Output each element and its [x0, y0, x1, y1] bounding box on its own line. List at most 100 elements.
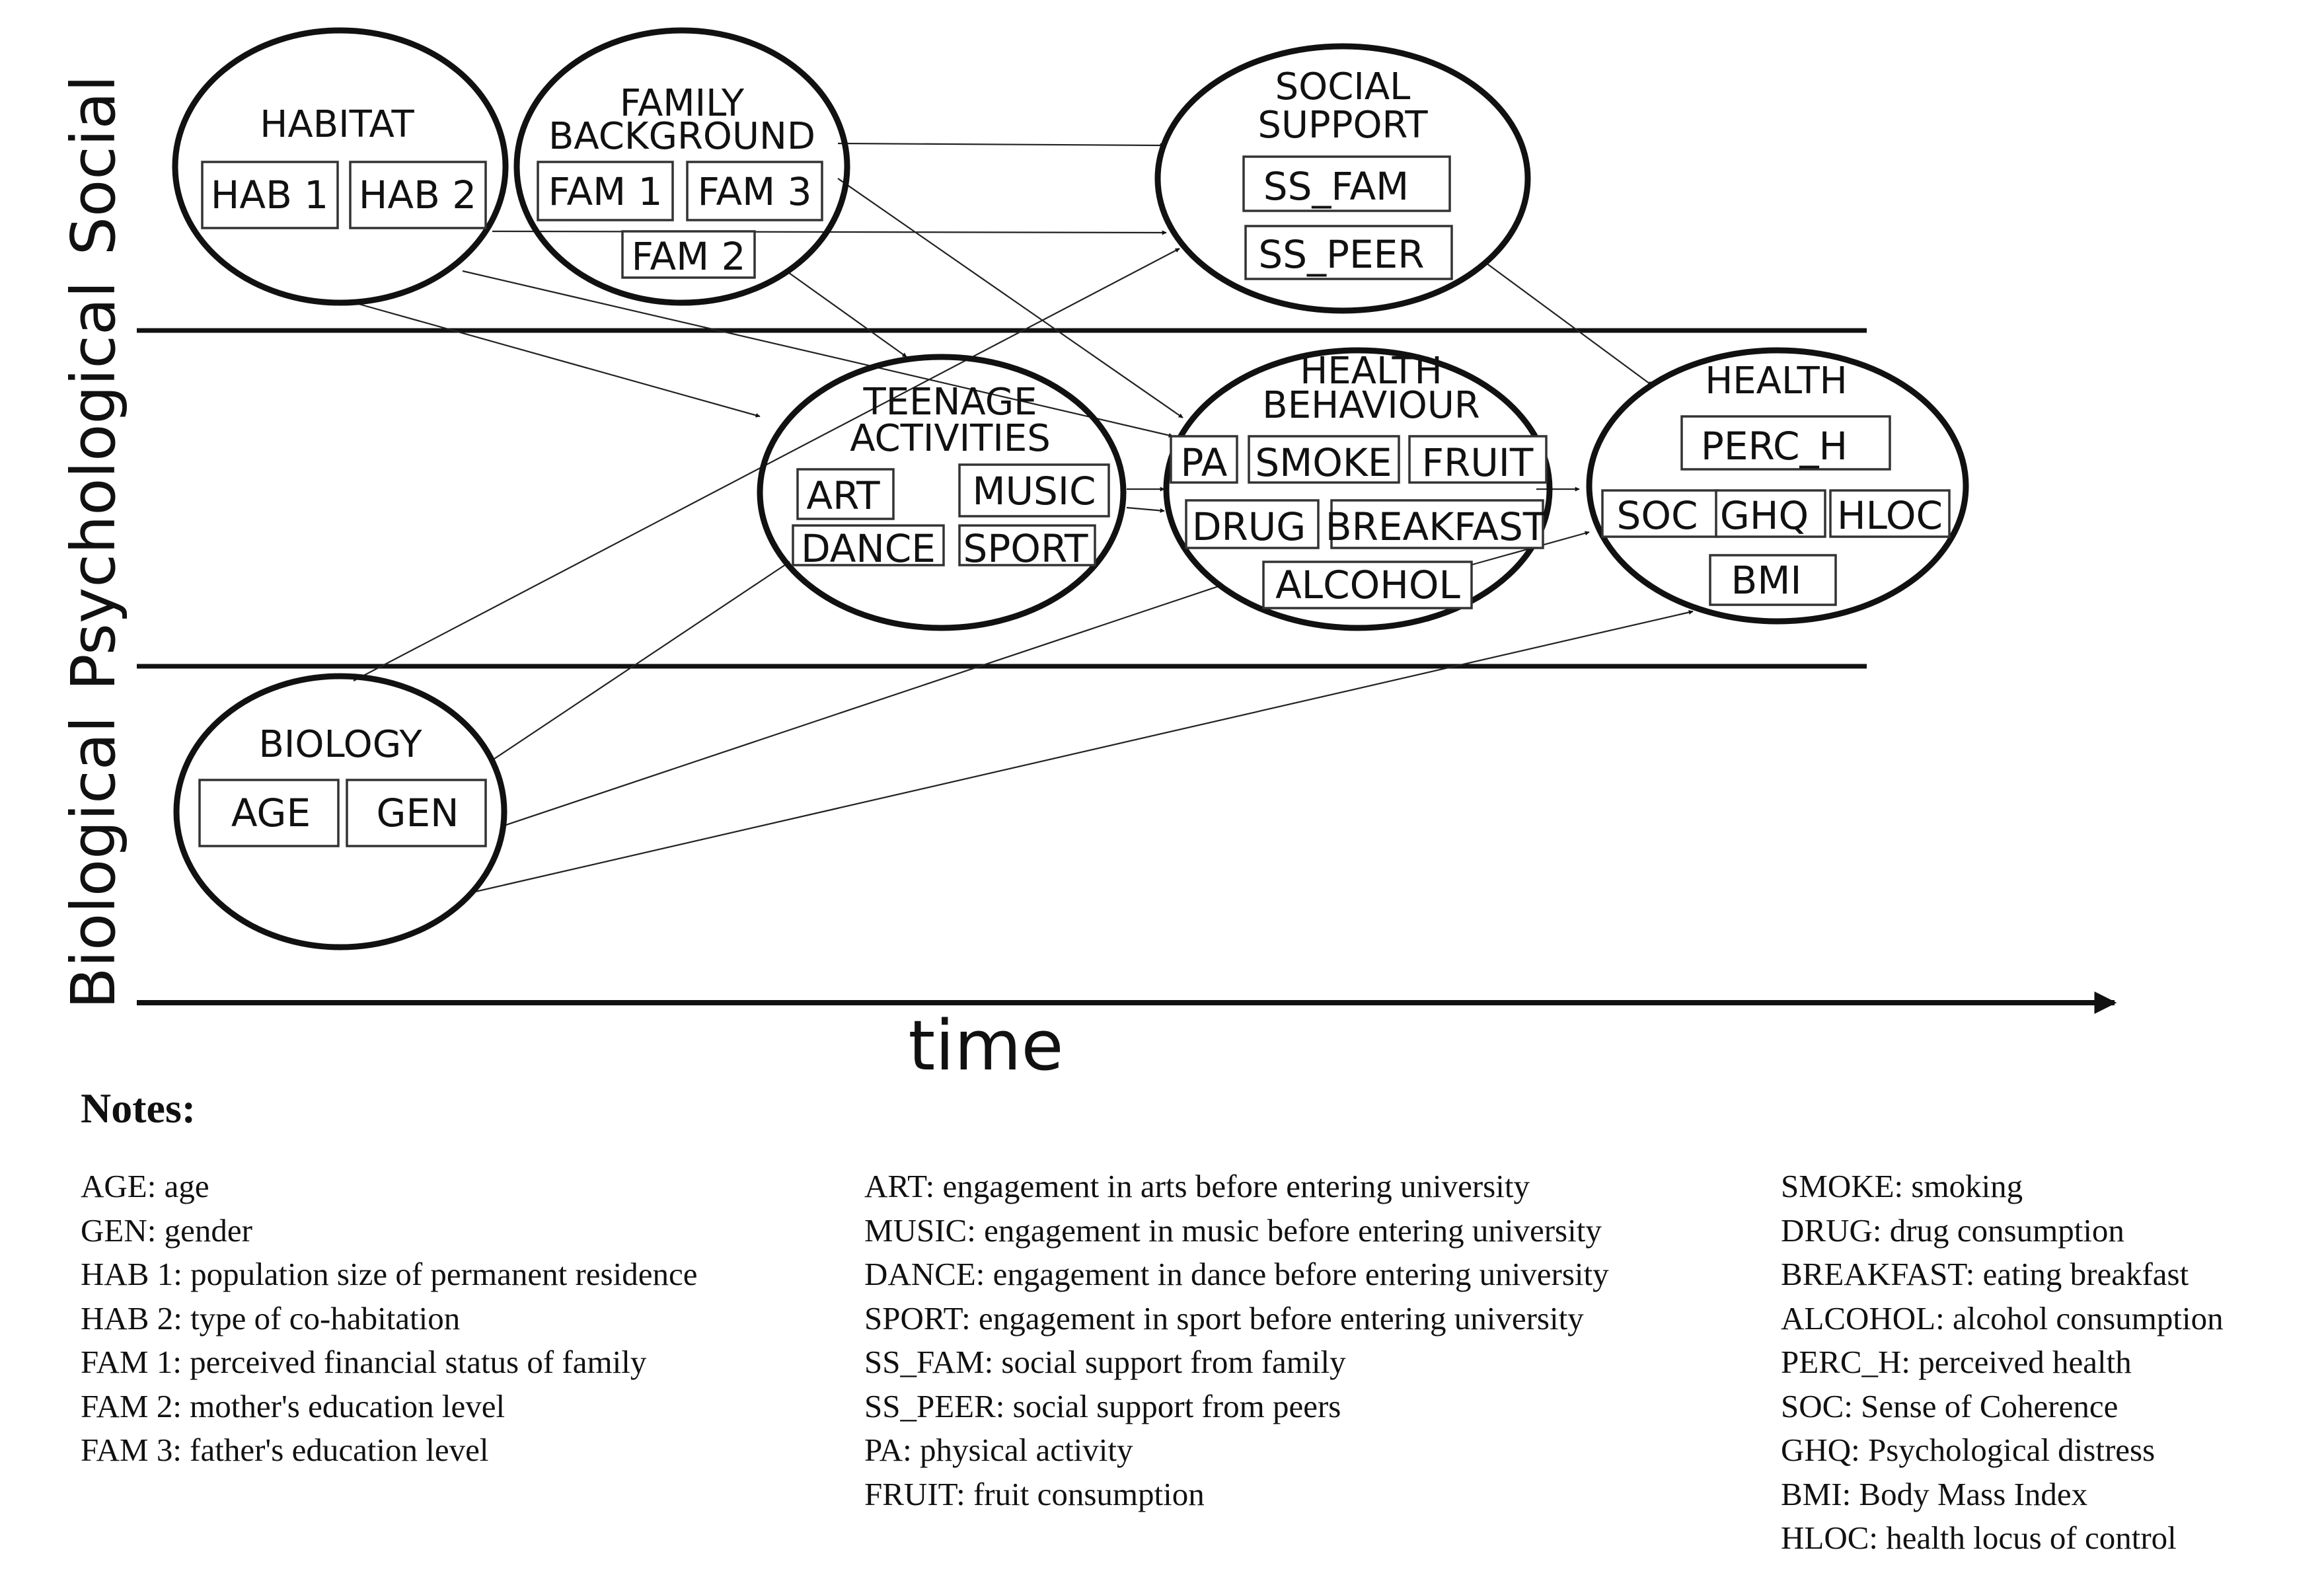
node-social-support: SOCIAL SUPPORT SS_FAM SS_PEER — [1154, 43, 1531, 314]
teenage-title-line1: TEENAGE — [863, 381, 1037, 424]
notes-column-2: ART: engagement in arts before entering … — [864, 1165, 1609, 1516]
hab2-box — [349, 161, 487, 229]
ss-peer-label: SS_PEER — [1258, 232, 1424, 277]
arrow-family-to-social-support — [837, 142, 1165, 148]
notes-column-3: SMOKE: smoking DRUG: drug consumption BR… — [1781, 1165, 2224, 1561]
pa-box — [1170, 435, 1238, 484]
biological-domain-label: Biological — [58, 716, 129, 1009]
ss-fam-box — [1242, 155, 1451, 212]
note-item: PERC_H: perceived health — [1781, 1344, 2132, 1380]
note-item: BREAKFAST: eating breakfast — [1781, 1256, 2189, 1292]
alcohol-box — [1262, 561, 1473, 609]
note-item: ART: engagement in arts before entering … — [864, 1168, 1530, 1204]
breakfast-box — [1330, 499, 1544, 549]
social-support-ellipse — [1154, 43, 1531, 314]
fam1-box — [537, 161, 674, 221]
note-item: SMOKE: smoking — [1781, 1168, 2023, 1204]
family-title-line1: FAMILY — [620, 82, 745, 125]
note-item: SS_FAM: social support from family — [864, 1344, 1346, 1380]
art-label: ART — [806, 473, 880, 518]
fam3-box — [686, 161, 823, 221]
hloc-box — [1829, 489, 1951, 538]
note-item: DANCE: engagement in dance before enteri… — [864, 1256, 1609, 1292]
arrow-habitat-to-health-behaviour — [462, 270, 1174, 438]
arrow-social-support-to-health — [1483, 260, 1653, 386]
dance-box — [792, 524, 945, 566]
ss-fam-label: SS_FAM — [1263, 164, 1409, 209]
biology-title: BIOLOGY — [258, 723, 422, 766]
fam3-label: FAM 3 — [697, 169, 811, 214]
note-item: SOC: Sense of Coherence — [1781, 1387, 2118, 1424]
node-health-behaviour: HEALTH BEHAVIOUR PA SMOKE FRUIT DRUG BRE… — [1163, 347, 1553, 631]
ghq-box — [1715, 489, 1826, 538]
notes-column-1: AGE: age GEN: gender HAB 1: population s… — [81, 1165, 697, 1473]
note-item: GHQ: Psychological distress — [1781, 1432, 2155, 1468]
age-label: AGE — [231, 791, 311, 835]
pa-label: PA — [1181, 440, 1228, 485]
ghq-label: GHQ — [1720, 493, 1809, 538]
node-health: HEALTH PERC_H SOC GHQ HLOC BMI — [1586, 347, 1969, 625]
note-item: PA: physical activity — [864, 1432, 1133, 1468]
fruit-label: FRUIT — [1422, 440, 1534, 485]
note-item: SPORT: engagement in sport before enteri… — [864, 1299, 1584, 1336]
hab2-label: HAB 2 — [359, 173, 476, 217]
gen-box — [346, 779, 487, 847]
node-family-background: FAMILY BACKGROUND FAM 1 FAM 3 FAM 2 — [513, 27, 850, 306]
note-item: HAB 1: population size of permanent resi… — [81, 1256, 698, 1292]
biology-ellipse — [173, 673, 507, 950]
note-item: FRUIT: fruit consumption — [864, 1475, 1205, 1512]
fam2-label: FAM 2 — [631, 234, 745, 279]
note-item: GEN: gender — [81, 1212, 252, 1249]
art-box — [796, 468, 895, 520]
health-ellipse — [1586, 347, 1969, 625]
habitat-title: HABITAT — [260, 103, 414, 146]
dance-label: DANCE — [801, 526, 936, 571]
family-title-line2: BACKGROUND — [548, 115, 815, 158]
teenage-title-line2: ACTIVITIES — [850, 417, 1051, 460]
music-label: MUSIC — [973, 469, 1096, 514]
health-behaviour-ellipse — [1163, 347, 1553, 631]
teenage-ellipse — [757, 354, 1127, 631]
bmi-box — [1709, 554, 1837, 606]
fam2-box — [621, 230, 756, 279]
sport-label: SPORT — [963, 526, 1089, 571]
hab1-box — [201, 161, 339, 229]
notes-heading: Notes: — [81, 1085, 196, 1132]
breakfast-label: BREAKFAST — [1326, 504, 1547, 549]
note-item: HAB 2: type of co-habitation — [81, 1299, 461, 1336]
note-item: FAM 3: father's education level — [81, 1432, 489, 1468]
note-item: ALCOHOL: alcohol consumption — [1781, 1299, 2224, 1336]
bmi-label: BMI — [1731, 558, 1802, 603]
habitat-ellipse — [172, 27, 509, 306]
sport-box — [958, 524, 1096, 566]
social-support-title-line1: SOCIAL — [1275, 65, 1411, 108]
arrow-family-to-health-behaviour — [837, 178, 1183, 418]
psychological-domain-label: Psychological — [58, 281, 129, 691]
node-biology: BIOLOGY AGE GEN — [173, 673, 507, 950]
perc-h-label: PERC_H — [1701, 424, 1848, 469]
music-box — [958, 463, 1110, 518]
note-item: HLOC: health locus of control — [1781, 1520, 2177, 1556]
family-ellipse — [513, 27, 850, 306]
fruit-box — [1408, 435, 1548, 484]
arrow-family-to-teenage — [786, 270, 907, 358]
time-axis-label: time — [909, 1005, 1064, 1084]
social-domain-label: Social — [58, 75, 129, 256]
arrow-biology-to-teenage — [492, 561, 790, 761]
arrow-teenage-to-health-behaviour-2 — [1126, 506, 1165, 513]
drug-box — [1185, 499, 1320, 549]
node-teenage-activities: TEENAGE ACTIVITIES ART MUSIC DANCE SPORT — [757, 354, 1127, 631]
arrow-biology-to-health — [472, 610, 1694, 894]
note-item: AGE: age — [81, 1168, 209, 1204]
health-title: HEALTH — [1705, 360, 1848, 403]
arrow-habitat-to-teenage — [358, 303, 761, 418]
path-diagram: time Social Psychological Biological HAB… — [58, 27, 2117, 1084]
age-box — [198, 779, 340, 847]
smoke-box — [1248, 435, 1400, 484]
gen-label: GEN — [377, 791, 459, 835]
note-item: FAM 1: perceived financial status of fam… — [81, 1344, 647, 1380]
note-item: DRUG: drug consumption — [1781, 1212, 2124, 1249]
note-item: FAM 2: mother's education level — [81, 1387, 506, 1424]
smoke-label: SMOKE — [1255, 440, 1392, 485]
hab1-label: HAB 1 — [211, 173, 328, 217]
